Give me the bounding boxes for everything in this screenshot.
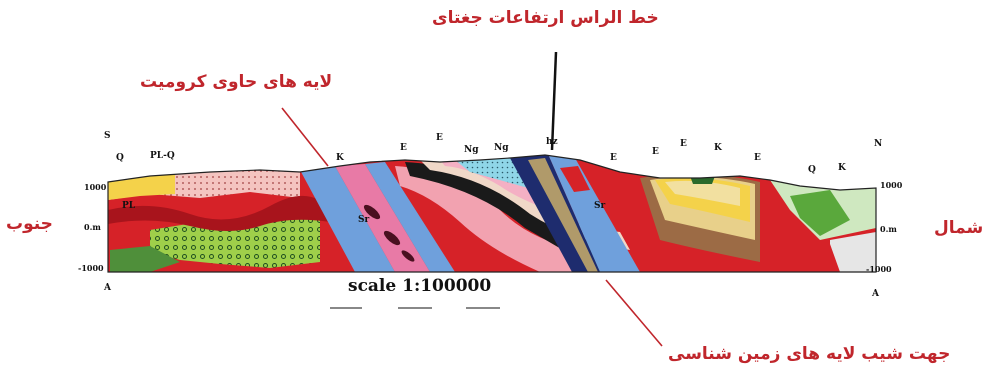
unit-symbol: hz	[546, 137, 558, 147]
section-outline	[107, 154, 877, 273]
unit-symbol: K	[714, 143, 723, 153]
unit-symbol: E	[754, 153, 761, 163]
ridge-leader-line	[550, 51, 558, 151]
unit-symbol: K	[336, 153, 345, 163]
right-elevation-axis: 1000 0.m -1000	[866, 180, 903, 274]
unit-symbol: E	[436, 133, 443, 143]
south-label: جنوب	[6, 214, 53, 234]
ridge-line-title: خط الراس ارتفاعات جغتای	[432, 8, 659, 28]
unit-symbol: E	[652, 147, 659, 157]
unit-symbol: Ng	[464, 145, 479, 155]
unit-symbol: Ng	[494, 143, 509, 153]
unit-symbol: K	[838, 163, 847, 173]
unit-symbol: E	[680, 139, 687, 149]
corner-mark-right: N	[874, 139, 882, 149]
unit-symbol: Q	[116, 153, 124, 163]
left-tick-1000: 1000	[84, 182, 107, 192]
scale-label: scale 1:100000	[348, 276, 492, 296]
dip-direction-label: جهت شیب لایه های زمین شناسی	[668, 344, 951, 364]
chromite-layers-label: لایه های حاوی کرومیت	[140, 72, 333, 92]
unit-symbol: PL-Q	[150, 151, 175, 161]
chromite-leader-line	[281, 107, 329, 167]
unit-symbols: Q PL-Q K E E Ng Ng hz E E E K E Q K Sr S…	[116, 133, 847, 225]
left-tick-0: 0.m	[84, 222, 101, 232]
right-tick-0: 0.m	[880, 224, 897, 234]
section-body	[108, 155, 876, 272]
dip-leader-line	[605, 279, 663, 347]
left-elevation-axis: 1000 0.m -1000	[78, 182, 107, 273]
unit-symbol: PL	[122, 201, 136, 211]
section-end-left: A	[103, 283, 112, 293]
unit-symbol: E	[400, 143, 407, 153]
left-tick-minus1000: -1000	[78, 263, 104, 273]
north-label: شمال	[934, 218, 984, 238]
unit-symbol: Q	[808, 165, 816, 175]
right-tick-1000: 1000	[880, 180, 903, 190]
section-end-right: A	[871, 289, 880, 299]
unit-symbol: Sr	[358, 215, 369, 225]
unit-symbol: E	[610, 153, 617, 163]
unit-symbol: Sr	[594, 201, 605, 211]
right-tick-minus1000: -1000	[866, 264, 892, 274]
corner-mark-left: S	[104, 131, 111, 141]
